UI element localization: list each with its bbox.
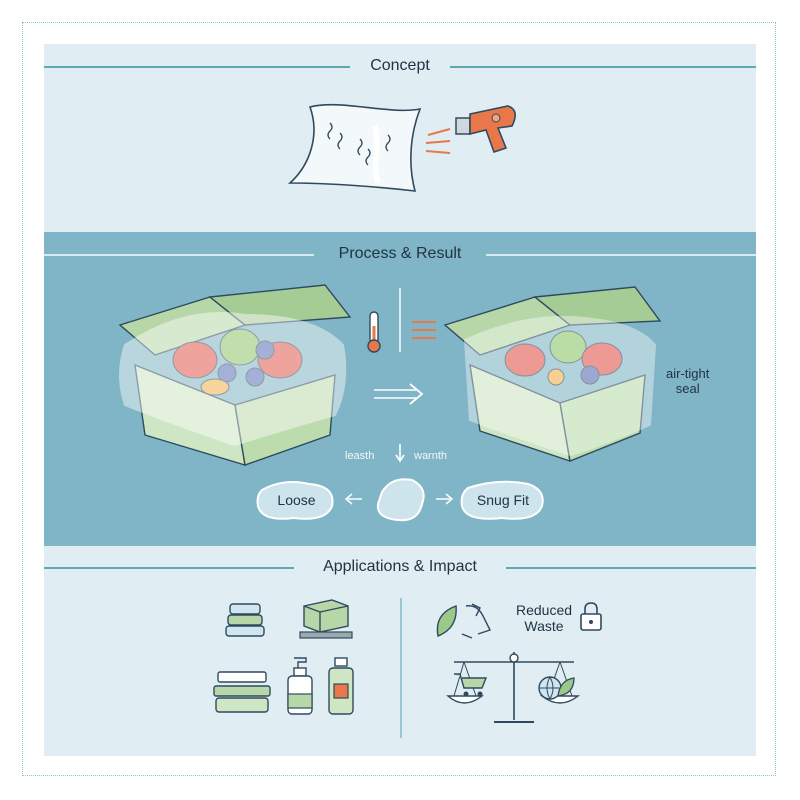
food-container-icon — [213, 671, 271, 713]
recycle-leaf-icon — [436, 603, 491, 639]
snug-fit-label: Snug Fit — [476, 492, 530, 508]
dotted-frame — [22, 22, 776, 776]
process-rule-right — [486, 254, 756, 256]
pump-bottle-icon — [287, 657, 313, 715]
shrink-wrapped-box — [443, 286, 662, 463]
concept-title: Concept — [370, 57, 430, 74]
loose-film-blob — [256, 481, 334, 520]
heat-divider — [399, 288, 401, 352]
arrow-left-icon — [344, 493, 362, 505]
arrow-right-icon — [374, 383, 424, 405]
process-title: Process & Result — [338, 245, 462, 262]
concept-rule-left — [44, 66, 350, 68]
arrow-right-small-icon — [436, 493, 454, 505]
waste-line-1: Reduced — [515, 602, 573, 618]
apps-title: Applications & Impact — [323, 558, 477, 575]
waste-line-2: Waste — [524, 618, 564, 634]
heat-wave-icon — [412, 321, 436, 339]
reduced-waste-label: Reduced Waste — [512, 602, 576, 634]
thermometer-icon — [367, 311, 381, 353]
seal-line-2: seal — [675, 381, 700, 396]
apps-divider — [400, 598, 402, 738]
heat-gun-icon — [455, 105, 516, 154]
film-blob-center — [376, 478, 425, 522]
seal-line-1: air-tight — [666, 366, 710, 381]
loose-label: Loose — [277, 492, 316, 508]
airtight-seal-label: air-tight seal — [666, 366, 709, 396]
shopping-cart-icon — [454, 673, 488, 697]
globe-leaf-icon — [538, 676, 575, 701]
arrow-down-icon — [395, 444, 405, 463]
film-sheet-icon — [287, 103, 451, 192]
spray-bottle-icon — [328, 657, 354, 715]
lock-icon — [580, 602, 602, 631]
snug-film-blob — [460, 480, 544, 520]
warm-label: warnth — [414, 450, 448, 462]
cool-label: leasth — [345, 450, 375, 462]
pallet-icon — [299, 599, 353, 639]
stacked-trays-icon — [225, 603, 265, 637]
concept-rule-right — [450, 66, 756, 68]
apps-rule-left — [44, 567, 294, 569]
apps-rule-right — [506, 567, 756, 569]
open-box-loose-film — [118, 284, 352, 466]
process-rule-left — [44, 254, 314, 256]
